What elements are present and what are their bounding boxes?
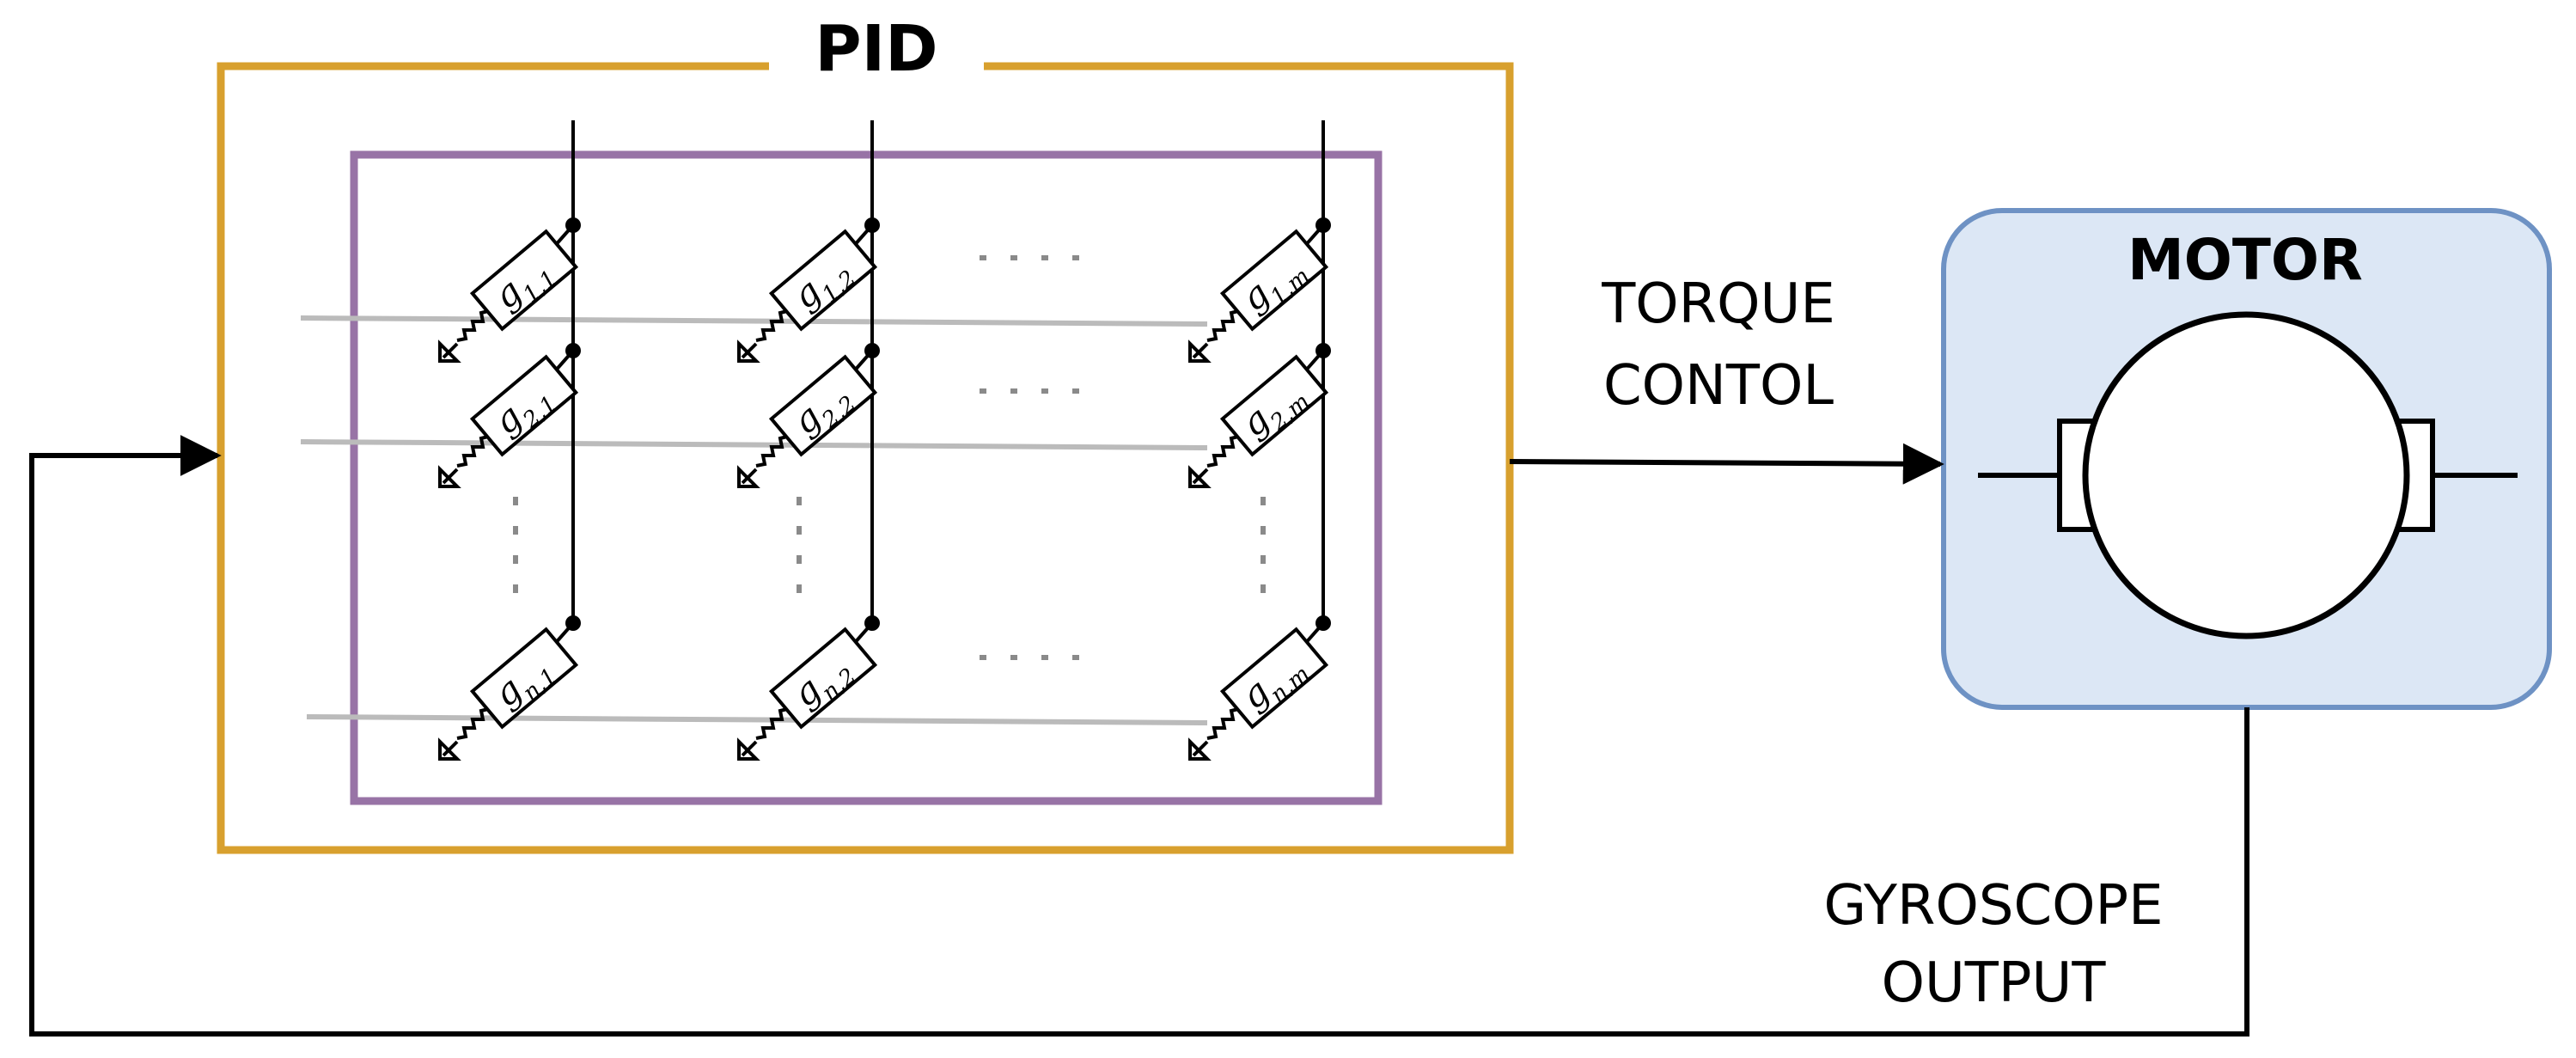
horizontal-ellipsis-dot: [1072, 655, 1079, 660]
terminal-lead: [741, 740, 758, 757]
row-line: [306, 714, 1208, 725]
resistor-zigzag: [1206, 435, 1239, 468]
gain-rect: [469, 229, 579, 332]
vertical-ellipsis-dot: [1261, 584, 1266, 593]
gain-box: gn,m: [1219, 627, 1329, 730]
gain-rect: [768, 354, 878, 457]
resistor-zigzag: [755, 435, 788, 468]
vertical-ellipsis-dot: [1261, 526, 1266, 535]
gain-rect: [469, 354, 579, 457]
gyroscope-output-label-line1: GYROSCOPE: [1823, 874, 2163, 938]
torque-control-label-line1: TORQUE: [1601, 272, 1835, 336]
terminal-lead: [1192, 468, 1209, 485]
terminal-lead: [741, 468, 758, 485]
vertical-ellipsis-dot: [797, 497, 802, 505]
terminal-lead: [1192, 740, 1209, 757]
vertical-ellipsis-dot: [797, 526, 802, 535]
resistor-zigzag: [456, 435, 489, 468]
vertical-ellipsis-dot: [1261, 555, 1266, 564]
vertical-ellipsis-dot: [513, 584, 518, 593]
terminal-lead: [442, 342, 459, 359]
motor-rotor: [2082, 311, 2410, 639]
pid-title: PID: [815, 12, 937, 86]
vertical-ellipsis-dot: [513, 526, 518, 535]
resistor-zigzag: [456, 707, 489, 740]
gain-cell: g2,1: [438, 343, 581, 488]
row-line: [300, 315, 1208, 327]
terminal-lead: [442, 740, 459, 757]
horizontal-ellipsis-dot: [1010, 255, 1017, 260]
gyroscope-output-label-line2: OUTPUT: [1882, 951, 2107, 1015]
horizontal-ellipsis-dot: [980, 255, 986, 260]
gain-cell: gn,2: [737, 615, 880, 761]
gain-box: g2,m: [1219, 354, 1329, 457]
motor-symbol: [1978, 311, 2518, 639]
horizontal-ellipsis-dot: [1041, 255, 1048, 260]
gain-cell: g1,2: [737, 217, 880, 363]
pid-block: [217, 62, 1514, 854]
horizontal-ellipsis-dot: [1072, 388, 1079, 394]
gain-matrix: g1,1 g1,2 g1,m g2,1 g2,2 g2,m gn,1 gn,2 gn,m: [300, 120, 1331, 761]
vertical-ellipsis-dot: [513, 555, 518, 564]
resistor-zigzag: [1206, 309, 1239, 342]
motor-title: MOTOR: [2127, 227, 2363, 293]
horizontal-ellipsis-dot: [1041, 388, 1048, 394]
gain-cell: g2,2: [737, 343, 880, 488]
horizontal-ellipsis-dot: [980, 388, 986, 394]
gain-cell: g1,1: [438, 217, 581, 363]
vertical-ellipsis-dot: [1261, 497, 1266, 505]
horizontal-ellipsis-dot: [1072, 255, 1079, 260]
gain-box: gn,2: [768, 627, 878, 730]
gain-cell: gn,m: [1188, 615, 1331, 761]
gyroscope-feedback-arrow: [29, 435, 2249, 1037]
row-line: [300, 439, 1208, 450]
vertical-ellipsis-dot: [797, 584, 802, 593]
pid-title-gap: [769, 52, 984, 86]
gain-cell: gn,1: [438, 615, 581, 761]
horizontal-ellipsis-dot: [1010, 388, 1017, 394]
resistor-zigzag: [755, 707, 788, 740]
resistor-zigzag: [456, 309, 489, 342]
gain-cell: g1,m: [1188, 217, 1331, 363]
gain-matrix-frame: [350, 150, 1383, 805]
gain-rect: [469, 627, 579, 730]
terminal-lead: [741, 342, 758, 359]
resistor-zigzag: [755, 309, 788, 342]
gain-rect: [768, 229, 878, 332]
horizontal-ellipsis-dot: [1041, 655, 1048, 660]
vertical-ellipsis-dot: [797, 555, 802, 564]
horizontal-ellipsis-dot: [1010, 655, 1017, 660]
torque-control-label-line2: CONTOL: [1603, 354, 1834, 418]
gain-box: g1,2: [768, 229, 878, 332]
terminal-lead: [1192, 342, 1209, 359]
horizontal-ellipsis-dot: [980, 655, 986, 660]
terminal-lead: [442, 468, 459, 485]
gain-rect: [768, 627, 878, 730]
torque-control-arrow: [1509, 443, 1944, 485]
gain-cell: g2,m: [1188, 343, 1331, 488]
vertical-ellipsis-dot: [513, 497, 518, 505]
gain-box: g1,m: [1219, 229, 1329, 332]
resistor-zigzag: [1206, 707, 1239, 740]
